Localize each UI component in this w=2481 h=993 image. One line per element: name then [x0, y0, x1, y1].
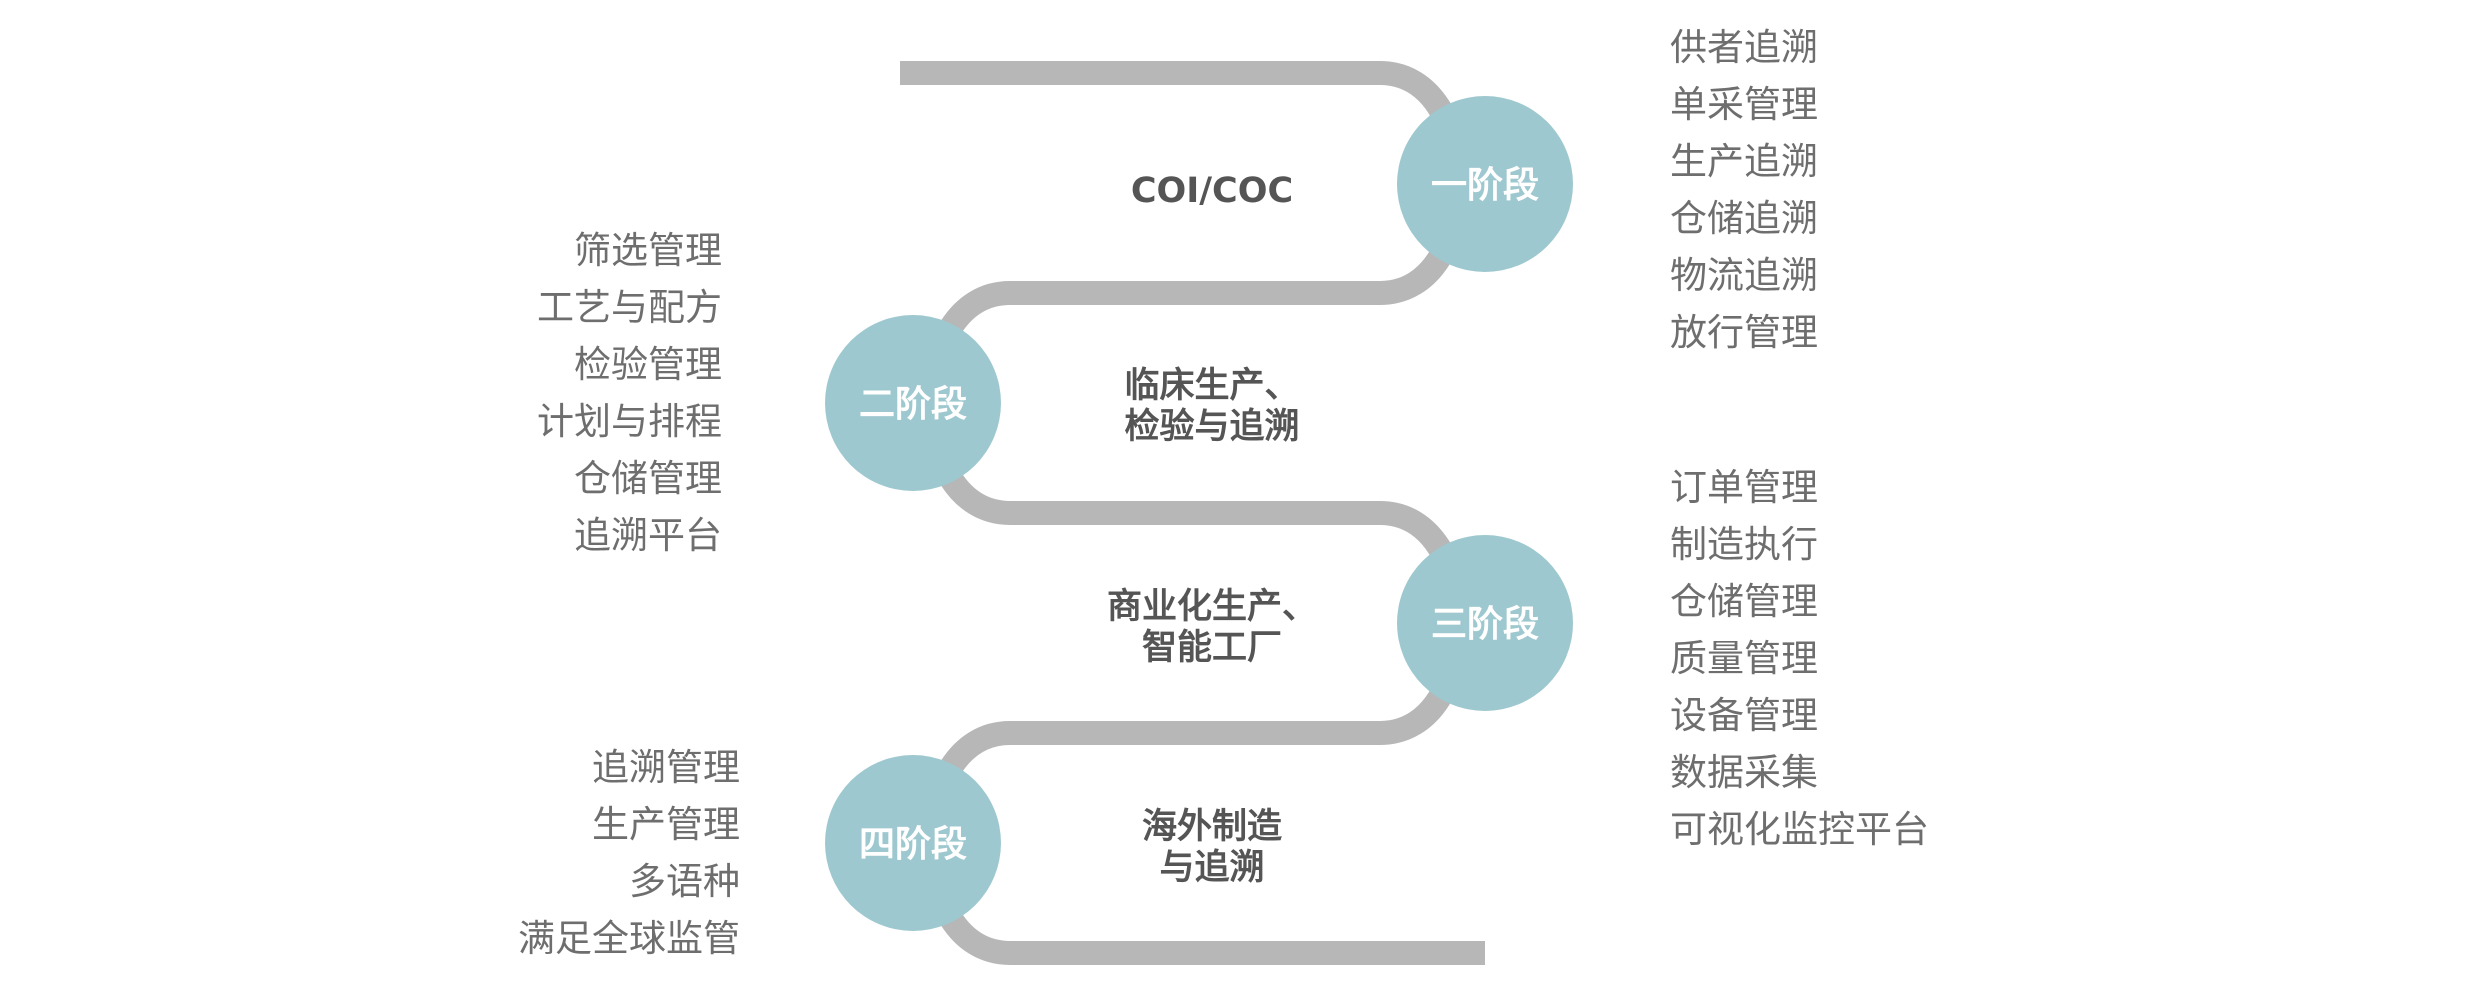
stage-4-phase-line-1: 海外制造 — [1142, 807, 1282, 847]
stage-3-feature-6: 数据采集 — [1670, 751, 1818, 794]
stage-3-phase-line-2: 智能工厂 — [1142, 628, 1282, 668]
stage-4-label: 四阶段 — [859, 824, 967, 865]
stage-3-feature-5: 设备管理 — [1670, 694, 1818, 737]
stage-3-feature-7: 可视化监控平台 — [1670, 808, 1929, 851]
stage-1-feature-2: 单采管理 — [1670, 83, 1818, 126]
stage-3: 三阶段 商业化生产、 智能工厂 订单管理 制造执行 仓储管理 质量管理 设备管理… — [1107, 466, 1929, 851]
stage-2-feature-4: 计划与排程 — [537, 400, 722, 443]
stage-2-label: 二阶段 — [859, 384, 967, 425]
stage-2-feature-1: 筛选管理 — [574, 229, 722, 272]
stage-2-phase-line-2: 检验与追溯 — [1124, 407, 1299, 447]
stage-1-feature-4: 仓储追溯 — [1670, 197, 1818, 240]
stage-1-feature-3: 生产追溯 — [1670, 140, 1818, 183]
stage-4-circle — [825, 755, 1001, 931]
stage-2-feature-2: 工艺与配方 — [537, 286, 722, 329]
stage-1-feature-5: 物流追溯 — [1670, 254, 1818, 297]
stage-2-feature-list: 筛选管理 工艺与配方 检验管理 计划与排程 仓储管理 追溯平台 — [537, 229, 722, 557]
stage-4-phase-line-2: 与追溯 — [1159, 848, 1264, 888]
stage-1-circle — [1397, 96, 1573, 272]
stage-4-feature-1: 追溯管理 — [592, 746, 740, 789]
stage-3-feature-1: 订单管理 — [1670, 466, 1818, 509]
stage-3-circle — [1397, 535, 1573, 711]
stage-3-phase-line-1: 商业化生产、 — [1107, 587, 1317, 627]
stage-1-label: 一阶段 — [1431, 165, 1539, 206]
stage-3-feature-3: 仓储管理 — [1670, 580, 1818, 623]
stage-3-feature-2: 制造执行 — [1670, 523, 1818, 566]
stage-3-feature-list: 订单管理 制造执行 仓储管理 质量管理 设备管理 数据采集 可视化监控平台 — [1670, 466, 1929, 851]
stage-2-feature-5: 仓储管理 — [574, 457, 722, 500]
stage-1-feature-1: 供者追溯 — [1670, 26, 1818, 69]
stage-2-phase-line-1: 临床生产、 — [1124, 366, 1299, 406]
stage-1-phase-label: COI/COC — [1131, 171, 1293, 211]
stage-2-circle — [825, 315, 1001, 491]
stage-4: 四阶段 海外制造 与追溯 追溯管理 生产管理 多语种 满足全球监管 — [518, 746, 1282, 960]
stage-2-feature-6: 追溯平台 — [574, 514, 722, 557]
stage-2-feature-3: 检验管理 — [574, 343, 722, 386]
stage-3-label: 三阶段 — [1431, 604, 1539, 645]
stage-1-feature-list: 供者追溯 单采管理 生产追溯 仓储追溯 物流追溯 放行管理 — [1670, 26, 1818, 354]
stage-1: 一阶段 COI/COC 供者追溯 单采管理 生产追溯 仓储追溯 物流追溯 放行管… — [1131, 26, 1818, 354]
stage-1-feature-6: 放行管理 — [1670, 311, 1818, 354]
stage-4-feature-4: 满足全球监管 — [518, 917, 740, 960]
stage-2: 二阶段 临床生产、 检验与追溯 筛选管理 工艺与配方 检验管理 计划与排程 仓储… — [537, 229, 1300, 557]
stage-4-feature-list: 追溯管理 生产管理 多语种 满足全球监管 — [518, 746, 740, 960]
stage-4-feature-3: 多语种 — [629, 860, 740, 903]
stage-4-feature-2: 生产管理 — [592, 803, 740, 846]
stage-3-feature-4: 质量管理 — [1670, 637, 1818, 680]
